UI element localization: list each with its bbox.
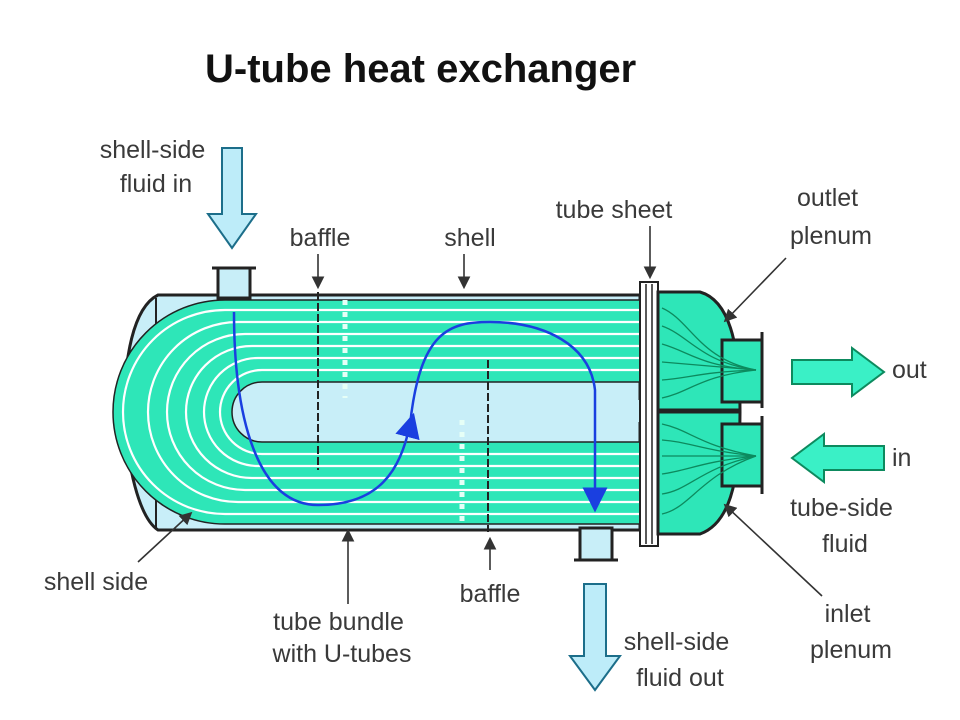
inlet-plenum-flow-lines (661, 423, 757, 515)
label-tube-bundle: tube bundle with U-tubes (272, 608, 412, 668)
label-tube-side-fluid: tube-side fluid (790, 494, 900, 558)
baffle-bottom-right (459, 360, 489, 532)
shell-outlet-nozzle (574, 526, 618, 562)
shell-fluid-out-arrow (568, 583, 622, 692)
tube-sheet (639, 281, 659, 547)
tube-bundle (112, 299, 641, 525)
label-baffle-bottom: baffle (460, 580, 521, 608)
outlet-plenum-flow-lines (661, 307, 757, 399)
label-shell-side-fluid-in: shell-side fluid in (100, 136, 213, 198)
tube-fluid-out-arrow (791, 346, 886, 398)
label-shell-side: shell side (44, 568, 148, 596)
label-shell: shell (444, 224, 495, 252)
pointer-inlet-plenum (723, 503, 823, 597)
label-shell-side-fluid-out: shell-side fluid out (624, 628, 737, 692)
shell-inlet-nozzle (212, 266, 256, 300)
diagram-title: U-tube heat exchanger (205, 47, 636, 91)
label-out: out (892, 356, 927, 384)
label-outlet-plenum: outlet plenum (790, 184, 872, 250)
label-in: in (892, 444, 911, 472)
flow-mid-arrow (395, 412, 420, 441)
label-inlet-plenum: inlet plenum (810, 600, 892, 664)
label-baffle-top: baffle (290, 224, 351, 252)
baffle-top-left (317, 292, 348, 470)
pointer-outlet-plenum (723, 257, 787, 323)
pointer-shell-side (137, 511, 193, 563)
tube-inlet-nozzle (720, 416, 764, 494)
tube-fluid-in-arrow (790, 432, 885, 484)
shell-fluid-in-arrow (206, 147, 258, 250)
label-tube-sheet: tube sheet (556, 196, 673, 224)
